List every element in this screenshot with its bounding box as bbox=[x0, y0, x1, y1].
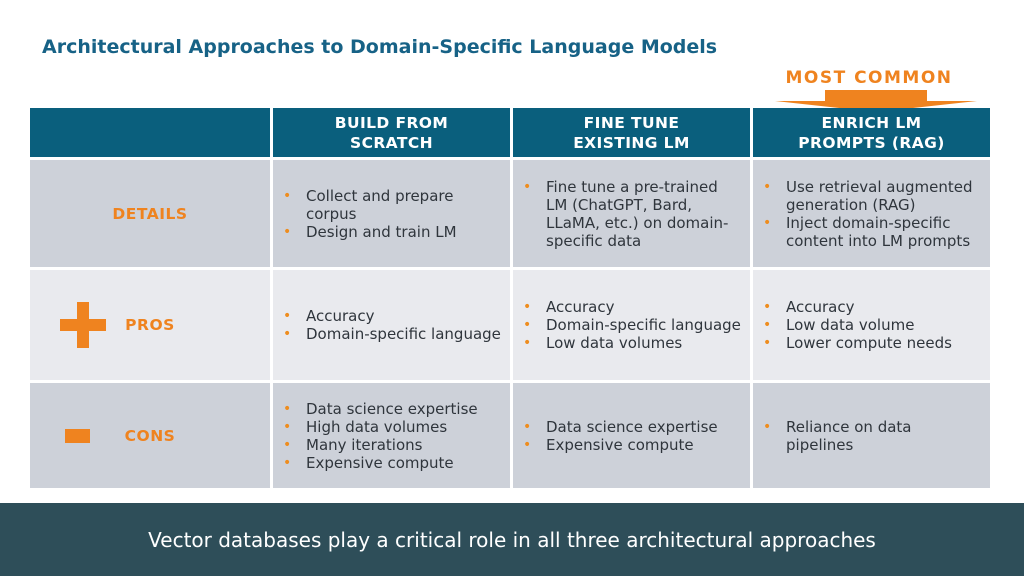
minus-icon bbox=[65, 428, 90, 443]
most-common-arrow-down-icon bbox=[775, 90, 977, 112]
bullet-list: Reliance on data pipelines bbox=[753, 418, 990, 454]
header-line: BUILD FROM bbox=[334, 113, 449, 132]
header-line: SCRATCH bbox=[350, 133, 433, 152]
bullet-item: Design and train LM bbox=[273, 223, 502, 241]
cell-details-build: Collect and prepare corpus Design and tr… bbox=[273, 160, 510, 267]
bullet-item: Reliance on data pipelines bbox=[753, 418, 982, 454]
bullet-item: Domain-specific language bbox=[513, 316, 741, 334]
cell-cons-build: Data science expertise High data volumes… bbox=[273, 383, 510, 488]
bullet-item: Expensive compute bbox=[273, 454, 478, 472]
bullet-list: Collect and prepare corpus Design and tr… bbox=[273, 187, 510, 241]
header-line: EXISTING LM bbox=[573, 133, 690, 152]
header-cell-build-from-scratch: BUILD FROM SCRATCH bbox=[273, 108, 510, 157]
page-title: Architectural Approaches to Domain-Speci… bbox=[42, 36, 718, 58]
row-label-pros: PROS bbox=[125, 316, 175, 334]
plus-icon bbox=[60, 302, 106, 348]
bullet-list: Accuracy Domain-specific language Low da… bbox=[513, 298, 749, 352]
header-line: FINE TUNE bbox=[583, 113, 680, 132]
bullet-item: Accuracy bbox=[753, 298, 952, 316]
cell-pros-finetune: Accuracy Domain-specific language Low da… bbox=[513, 270, 750, 380]
row-label-cons: CONS bbox=[124, 426, 176, 445]
bullet-item: Expensive compute bbox=[513, 436, 718, 454]
bullet-list: Accuracy Low data volume Lower compute n… bbox=[753, 298, 960, 352]
bullet-item: Collect and prepare corpus bbox=[273, 187, 502, 223]
cell-pros-build: Accuracy Domain-specific language bbox=[273, 270, 510, 380]
header-cell-enrich-rag: ENRICH LM PROMPTS (RAG) bbox=[753, 108, 990, 157]
bullet-item: Accuracy bbox=[513, 298, 741, 316]
bullet-item: Inject domain-specific content into LM p… bbox=[753, 214, 982, 250]
header-line: ENRICH LM bbox=[821, 113, 922, 132]
bullet-item: Lower compute needs bbox=[753, 334, 952, 352]
bullet-item: Many iterations bbox=[273, 436, 478, 454]
row-label-cell-details: DETAILS bbox=[30, 160, 270, 267]
bullet-item: Low data volumes bbox=[513, 334, 741, 352]
row-label-details: DETAILS bbox=[112, 204, 188, 223]
bullet-item: Accuracy bbox=[273, 307, 501, 325]
header-line: PROMPTS (RAG) bbox=[798, 133, 945, 152]
most-common-label: MOST COMMON bbox=[785, 68, 953, 88]
header-cell-empty bbox=[30, 108, 270, 157]
bullet-item: Domain-specific language bbox=[273, 325, 501, 343]
bullet-item: Data science expertise bbox=[273, 400, 478, 418]
cell-cons-rag: Reliance on data pipelines bbox=[753, 383, 990, 488]
cell-pros-rag: Accuracy Low data volume Lower compute n… bbox=[753, 270, 990, 380]
cell-cons-finetune: Data science expertise Expensive compute bbox=[513, 383, 750, 488]
bullet-item: Fine tune a pre-trained LM (ChatGPT, Bar… bbox=[513, 178, 742, 250]
cell-details-rag: Use retrieval augmented generation (RAG)… bbox=[753, 160, 990, 267]
bullet-list: Data science expertise Expensive compute bbox=[513, 418, 726, 454]
cell-details-finetune: Fine tune a pre-trained LM (ChatGPT, Bar… bbox=[513, 160, 750, 267]
bullet-list: Use retrieval augmented generation (RAG)… bbox=[753, 178, 990, 250]
row-label-cell-pros: PROS bbox=[30, 270, 270, 380]
bullet-item: Use retrieval augmented generation (RAG) bbox=[753, 178, 982, 214]
footer-banner: Vector databases play a critical role in… bbox=[0, 503, 1024, 576]
bullet-list: Accuracy Domain-specific language bbox=[273, 307, 509, 343]
bullet-item: Low data volume bbox=[753, 316, 952, 334]
footer-text: Vector databases play a critical role in… bbox=[148, 527, 876, 552]
bullet-list: Fine tune a pre-trained LM (ChatGPT, Bar… bbox=[513, 178, 750, 250]
bullet-list: Data science expertise High data volumes… bbox=[273, 400, 486, 472]
bullet-item: Data science expertise bbox=[513, 418, 718, 436]
row-label-cell-cons: CONS bbox=[30, 383, 270, 488]
header-cell-fine-tune: FINE TUNE EXISTING LM bbox=[513, 108, 750, 157]
comparison-table: BUILD FROM SCRATCH FINE TUNE EXISTING LM… bbox=[30, 108, 990, 488]
bullet-item: High data volumes bbox=[273, 418, 478, 436]
